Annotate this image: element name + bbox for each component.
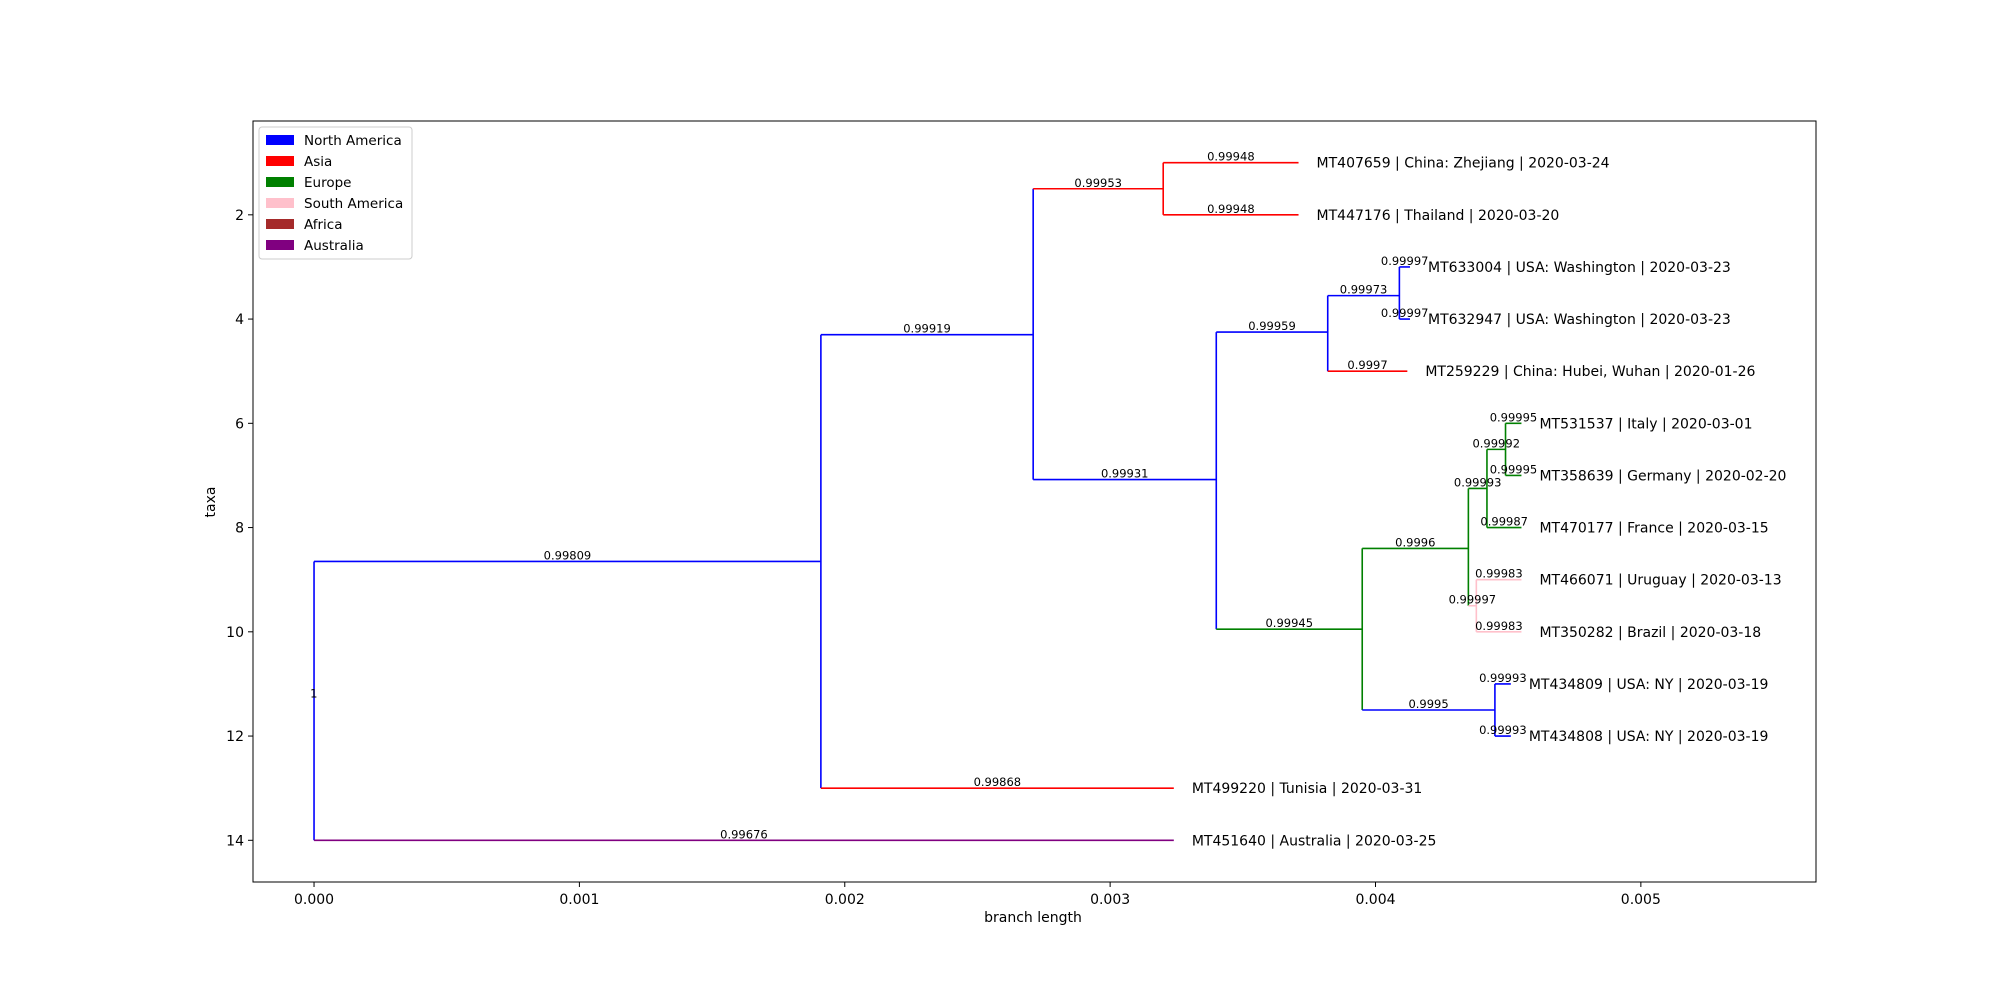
legend-label: Europe [304, 175, 351, 191]
leaf-labels: MT407659 | China: Zhejiang | 2020-03-24M… [1192, 156, 1787, 850]
x-axis-ticks: 0.000 0.001 0.002 0.003 0.004 0.005 [294, 882, 1661, 908]
confidence-label: 0.99973 [1340, 283, 1388, 297]
confidence-label: 0.99868 [974, 775, 1022, 789]
confidence-label: 0.99987 [1480, 515, 1528, 529]
leaf-label: MT466071 | Uruguay | 2020-03-13 [1539, 573, 1781, 589]
x-axis-label: branch length [984, 910, 1082, 926]
leaf-label: MT470177 | France | 2020-03-15 [1539, 521, 1768, 537]
leaf-label: MT434808 | USA: NY | 2020-03-19 [1529, 729, 1769, 745]
confidence-label: 0.99948 [1207, 150, 1255, 164]
y-axis-label: taxa [203, 487, 219, 518]
confidence-label: 0.99983 [1475, 567, 1523, 581]
legend-label: South America [304, 196, 403, 212]
confidence-label: 0.99959 [1248, 319, 1296, 333]
legend-label: North America [304, 133, 402, 149]
y-tick-label: 4 [235, 312, 244, 328]
y-tick-label: 10 [226, 625, 244, 641]
y-axis-ticks: 2 4 6 8 10 12 14 [226, 208, 253, 849]
confidence-label: 0.99931 [1101, 467, 1149, 481]
confidence-label: 0.99945 [1265, 616, 1313, 630]
leaf-label: MT407659 | China: Zhejiang | 2020-03-24 [1317, 156, 1610, 172]
leaf-label: MT531537 | Italy | 2020-03-01 [1539, 416, 1752, 432]
confidence-label: 0.9997 [1347, 358, 1387, 372]
legend-swatch [266, 198, 294, 208]
confidence-label: 0.99919 [903, 322, 951, 336]
legend-swatch [266, 177, 294, 187]
legend-swatch [266, 135, 294, 145]
confidence-label: 0.99953 [1074, 176, 1122, 190]
confidence-labels: 1 0.99809 0.99676 0.99919 0.99868 0.99953 0.99… [310, 150, 1537, 842]
y-tick-label: 8 [235, 521, 244, 537]
legend-frame [258, 126, 413, 260]
leaf-label: MT447176 | Thailand | 2020-03-20 [1317, 208, 1560, 224]
y-tick-label: 12 [226, 729, 244, 745]
legend-swatch [266, 156, 294, 166]
legend-swatch [266, 240, 294, 250]
leaf-label: MT633004 | USA: Washington | 2020-03-23 [1428, 260, 1731, 276]
plot-frame [252, 120, 1817, 883]
confidence-label: 0.99997 [1381, 254, 1429, 268]
leaf-label: MT434809 | USA: NY | 2020-03-19 [1529, 677, 1769, 693]
y-tick-label: 2 [235, 208, 244, 224]
confidence-label: 0.99993 [1454, 475, 1502, 489]
x-tick-label: 0.000 [294, 892, 334, 908]
leaf-label: MT499220 | Tunisia | 2020-03-31 [1192, 781, 1423, 797]
legend-label: Australia [304, 238, 364, 254]
confidence-label: 0.99983 [1475, 619, 1523, 633]
legend-label: Africa [304, 217, 343, 233]
confidence-label: 0.99993 [1479, 723, 1527, 737]
x-tick-label: 0.003 [1090, 892, 1130, 908]
y-tick-label: 14 [226, 833, 244, 849]
confidence-label: 0.99993 [1479, 671, 1527, 685]
confidence-label: 0.99676 [720, 827, 768, 841]
leaf-label: MT632947 | USA: Washington | 2020-03-23 [1428, 312, 1731, 328]
x-tick-label: 0.001 [559, 892, 599, 908]
confidence-label: 0.99809 [544, 548, 592, 562]
confidence-label: 0.99992 [1472, 436, 1520, 450]
confidence-label: 0.99997 [1381, 306, 1429, 320]
legend-label: Asia [304, 154, 332, 170]
confidence-label: 1 [310, 687, 317, 701]
legend-swatch [266, 219, 294, 229]
leaf-label: MT350282 | Brazil | 2020-03-18 [1539, 625, 1761, 641]
leaf-label: MT259229 | China: Hubei, Wuhan | 2020-01… [1425, 364, 1755, 380]
x-tick-label: 0.002 [825, 892, 865, 908]
leaf-label: MT358639 | Germany | 2020-02-20 [1539, 468, 1786, 484]
leaf-label: MT451640 | Australia | 2020-03-25 [1192, 833, 1437, 849]
confidence-label: 0.99997 [1449, 593, 1497, 607]
confidence-label: 0.9995 [1408, 697, 1448, 711]
confidence-label: 0.99995 [1490, 462, 1538, 476]
tree-branches [313, 161, 1522, 842]
confidence-label: 0.99995 [1490, 410, 1538, 424]
confidence-label: 0.99948 [1207, 202, 1255, 216]
y-tick-label: 6 [235, 416, 244, 432]
confidence-label: 0.9996 [1395, 535, 1435, 549]
x-tick-label: 0.004 [1355, 892, 1395, 908]
x-tick-label: 0.005 [1621, 892, 1661, 908]
